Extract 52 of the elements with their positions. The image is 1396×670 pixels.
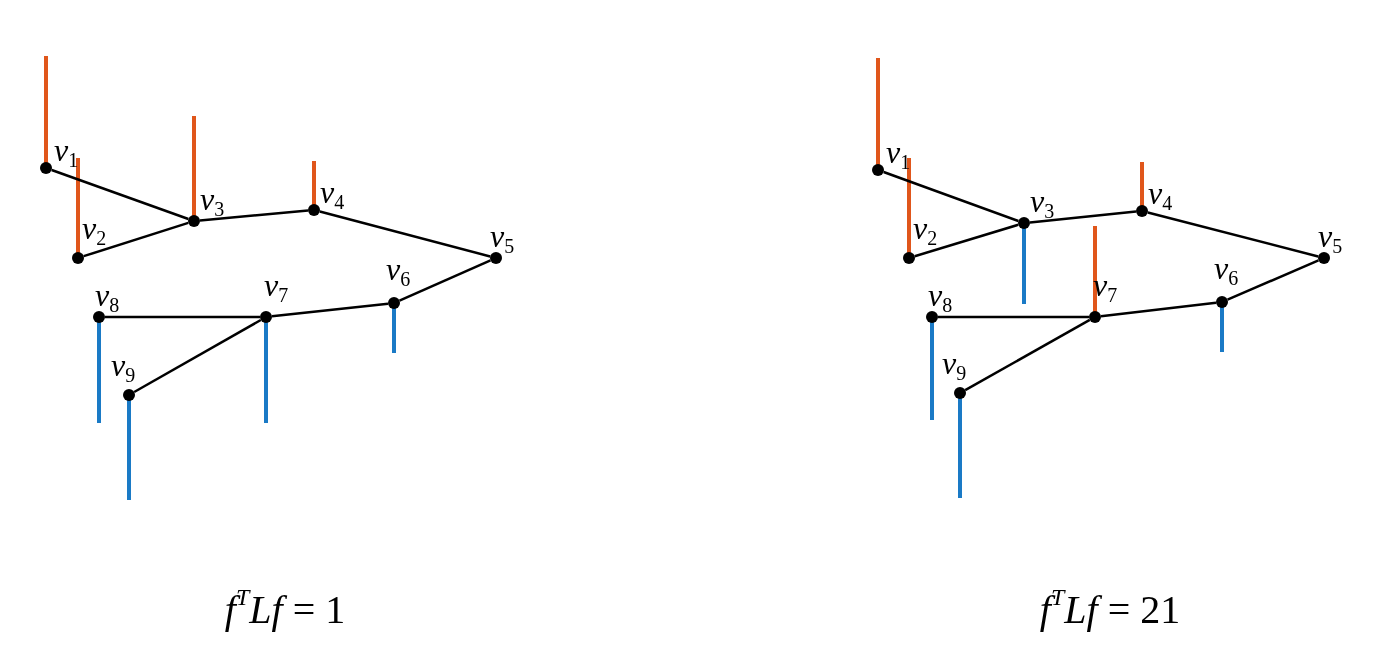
vertex-dot — [903, 252, 915, 264]
formula-caption: f$^{T}$Lf = 1 — [224, 585, 346, 630]
vertex-dot — [72, 252, 84, 264]
graph-edge — [883, 170, 1019, 223]
graph-edge — [271, 302, 389, 318]
graph-edge — [83, 221, 189, 258]
graph-edge — [399, 259, 491, 302]
vertex-dot — [260, 311, 272, 323]
vertex-dot — [188, 215, 200, 227]
vertex-dot — [954, 387, 966, 399]
graph-edge — [1227, 259, 1319, 301]
vertex-label: v$_{8}$ — [928, 279, 953, 315]
graph-edge — [51, 168, 189, 221]
vertex-label: v$_{4}$ — [320, 176, 345, 212]
graph-edge — [1147, 211, 1319, 258]
graph-edge — [199, 209, 309, 222]
vertex-dot — [1018, 217, 1030, 229]
vertex-label: v$_{7}$ — [264, 269, 289, 305]
vertex-label: v$_{8}$ — [95, 279, 120, 315]
vertex-label: v$_{3}$ — [1030, 185, 1055, 221]
graph-edge — [914, 223, 1019, 258]
vertex-label: v$_{5}$ — [490, 220, 515, 256]
graph-edge — [1100, 301, 1217, 318]
graph-edge — [1029, 210, 1137, 224]
vertex-label: v$_{2}$ — [82, 212, 107, 248]
vertex-dot — [1318, 252, 1330, 264]
vertex-label: v$_{5}$ — [1318, 220, 1343, 256]
graph-edge — [964, 318, 1091, 392]
vertex-label: v$_{9}$ — [111, 349, 136, 385]
graph-edge — [319, 210, 491, 258]
vertex-label: v$_{6}$ — [386, 253, 411, 289]
vertex-label: v$_{3}$ — [200, 183, 225, 219]
vertex-dot — [388, 297, 400, 309]
vertex-dot — [926, 311, 938, 323]
graph-edge — [938, 315, 1089, 319]
vertex-label: v$_{6}$ — [1214, 252, 1239, 288]
vertex-label: v$_{1}$ — [54, 134, 79, 170]
vertex-dot — [1089, 311, 1101, 323]
vertex-dot — [93, 311, 105, 323]
vertex-dot — [1216, 296, 1228, 308]
formula-caption: f$^{T}$Lf = 21 — [1039, 585, 1181, 630]
vertex-dot — [872, 164, 884, 176]
vertex-dot — [40, 162, 52, 174]
vertex-label: v$_{9}$ — [942, 347, 967, 383]
graph-edge — [133, 318, 262, 394]
graph-edge — [105, 315, 260, 319]
vertex-dot — [123, 389, 135, 401]
vertex-dot — [1136, 205, 1148, 217]
vertex-label: v$_{4}$ — [1148, 177, 1173, 213]
vertex-dot — [490, 252, 502, 264]
vertex-dot — [308, 204, 320, 216]
vertex-label: v$_{2}$ — [913, 212, 938, 248]
